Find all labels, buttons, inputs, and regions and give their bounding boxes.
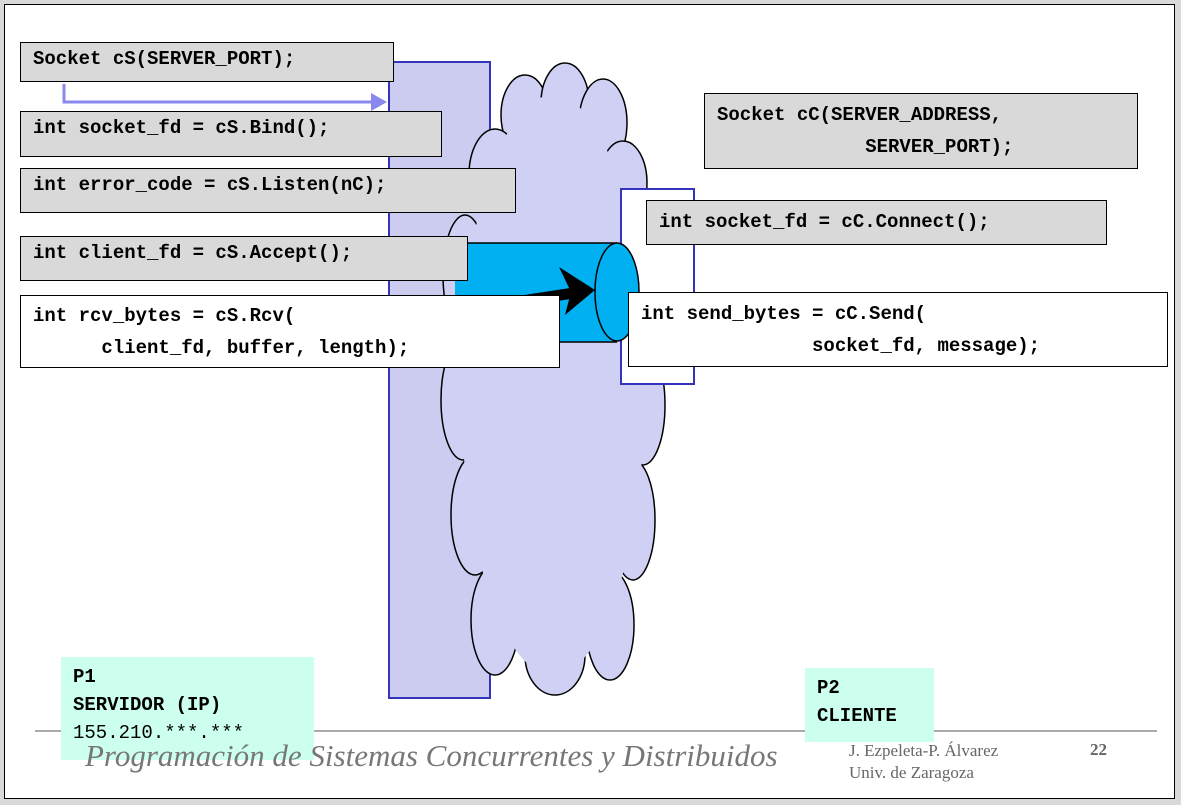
course-title: Programación de Sistemas Concurrentes y …: [85, 738, 778, 773]
client-role: CLIENTE: [817, 705, 897, 727]
server-ip-address: 155.210.***.***: [73, 722, 245, 744]
server-bind-call: int socket_fd = cS.Bind();: [20, 111, 442, 157]
server-listen-call: int error_code = cS.Listen(nC);: [20, 168, 516, 213]
page-number: 22: [1090, 740, 1107, 759]
server-socket-declaration: Socket cS(SERVER_PORT);: [20, 42, 394, 82]
authors: J. Ezpeleta-P. Álvarez Univ. de Zaragoza: [849, 741, 999, 782]
server-accept-call: int client_fd = cS.Accept();: [20, 236, 468, 281]
client-connect-call: int socket_fd = cC.Connect();: [646, 200, 1107, 245]
client-send-call: int send_bytes = cC.Send( socket_fd, mes…: [628, 292, 1168, 367]
server-process-label: P1 SERVIDOR (IP) 155.210.***.***: [61, 657, 314, 760]
client-process-label: P2 CLIENTE: [805, 668, 934, 742]
slide: Socket cS(SERVER_PORT); int socket_fd = …: [4, 4, 1175, 799]
server-process-id: P1: [73, 666, 96, 688]
server-role: SERVIDOR (IP): [73, 694, 222, 716]
bind-arrow: [62, 84, 387, 111]
client-process-id: P2: [817, 677, 840, 699]
client-socket-declaration: Socket cC(SERVER_ADDRESS, SERVER_PORT);: [704, 93, 1138, 169]
server-receive-call: int rcv_bytes = cS.Rcv( client_fd, buffe…: [20, 295, 560, 368]
